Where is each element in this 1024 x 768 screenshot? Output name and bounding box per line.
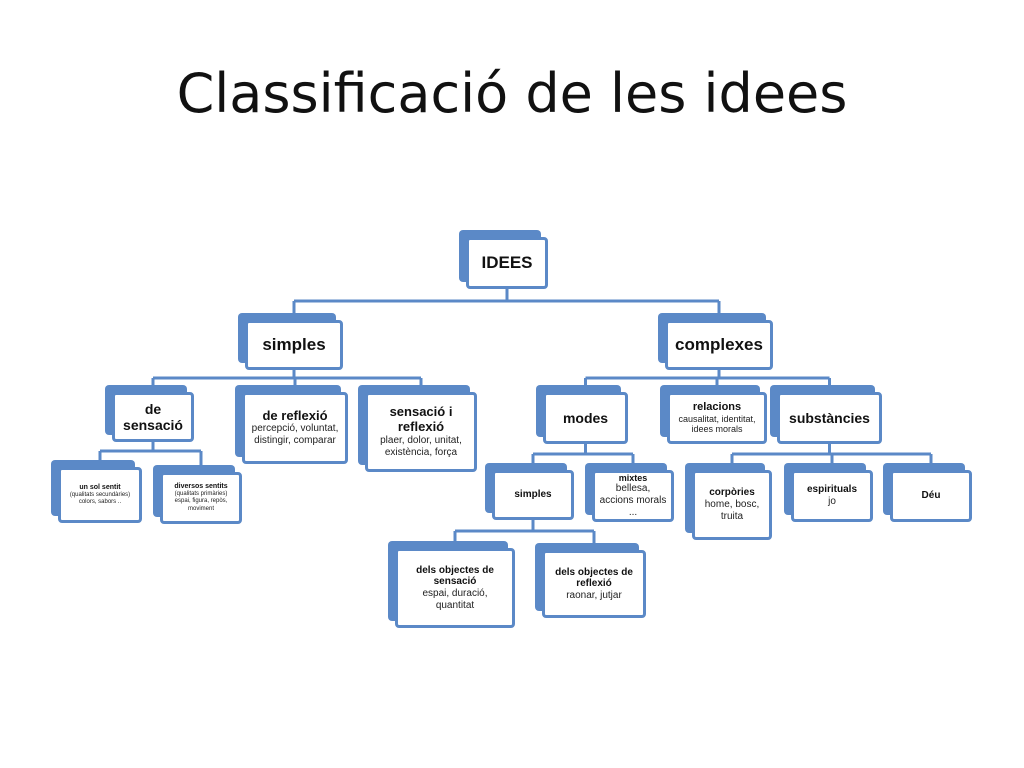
node-deu: Déu	[883, 463, 972, 522]
node-objectes-reflexio-examples: raonar, jutjar	[566, 589, 622, 601]
node-mixtes-examples: bellesa, accions morals ...	[599, 483, 667, 519]
node-substancies-title: substàncies	[789, 409, 870, 426]
node-diversos-sentits: diversos sentits (qualitats primàries) e…	[153, 465, 242, 524]
node-relacions-title: relacions	[692, 400, 742, 413]
node-idees-title: IDEES	[481, 253, 533, 273]
node-modes: modes	[536, 385, 628, 444]
node-espirituals: espirituals jo	[784, 463, 873, 522]
node-deu-title: Déu	[921, 490, 941, 502]
node-objectes-sensacio: dels objectes de sensació espai, duració…	[388, 541, 515, 628]
page-title: Classificació de les idees	[176, 62, 848, 125]
node-modes-simples: simples	[485, 463, 574, 520]
node-simples-title: simples	[262, 335, 326, 355]
node-modes-title: modes	[562, 409, 609, 426]
node-substancies: substàncies	[770, 385, 882, 444]
node-de-sensacio: de sensació	[105, 385, 194, 442]
node-relacions-examples: causalitat, identitat, idees morals	[678, 413, 756, 435]
node-de-sensacio-title: de sensació	[123, 400, 183, 433]
node-sensacio-i-reflexio-examples: plaer, dolor, unitat, existència, força	[380, 434, 462, 458]
node-simples: simples	[238, 313, 343, 370]
node-diversos-sentits-examples: (qualitats primàries) espai, figura, rep…	[174, 491, 228, 512]
node-complexes-title: complexes	[675, 335, 763, 355]
node-mixtes-title: mixtes	[618, 472, 648, 483]
node-complexes: complexes	[658, 313, 773, 370]
node-objectes-sensacio-title: dels objectes de sensació	[416, 564, 494, 588]
node-mixtes: mixtes bellesa, accions morals ...	[585, 463, 674, 522]
node-sensacio-i-reflexio-title: sensació i reflexió	[389, 404, 453, 434]
node-corpories-examples: home, bosc, truita	[704, 498, 760, 522]
node-de-reflexio-title: de reflexió	[262, 407, 328, 423]
node-un-sol-sentit-title: un sol sentit	[79, 483, 121, 491]
node-corpories-title: corpòries	[709, 487, 755, 499]
node-idees: IDEES	[459, 230, 548, 289]
node-un-sol-sentit: un sol sentit (qualitats secundàries) co…	[51, 460, 142, 523]
node-un-sol-sentit-examples: (qualitats secundàries) colors, sabors .…	[69, 491, 131, 506]
node-diversos-sentits-title: diversos sentits	[174, 483, 228, 491]
node-relacions: relacions causalitat, identitat, idees m…	[660, 385, 767, 444]
node-objectes-sensacio-examples: espai, duració, quantitat	[422, 587, 488, 611]
node-objectes-reflexio-title: dels objectes de reflexió	[555, 566, 633, 590]
node-espirituals-examples: jo	[828, 495, 836, 507]
node-espirituals-title: espirituals	[806, 484, 858, 496]
node-corpories: corpòries home, bosc, truita	[685, 463, 772, 540]
node-sensacio-i-reflexio: sensació i reflexió plaer, dolor, unitat…	[358, 385, 477, 472]
node-objectes-reflexio: dels objectes de reflexió raonar, jutjar	[535, 543, 646, 618]
node-de-reflexio-examples: percepció, voluntat, distingir, comparar	[251, 423, 339, 447]
node-de-reflexio: de reflexió percepció, voluntat, disting…	[235, 385, 348, 464]
node-modes-simples-title: simples	[514, 489, 552, 501]
